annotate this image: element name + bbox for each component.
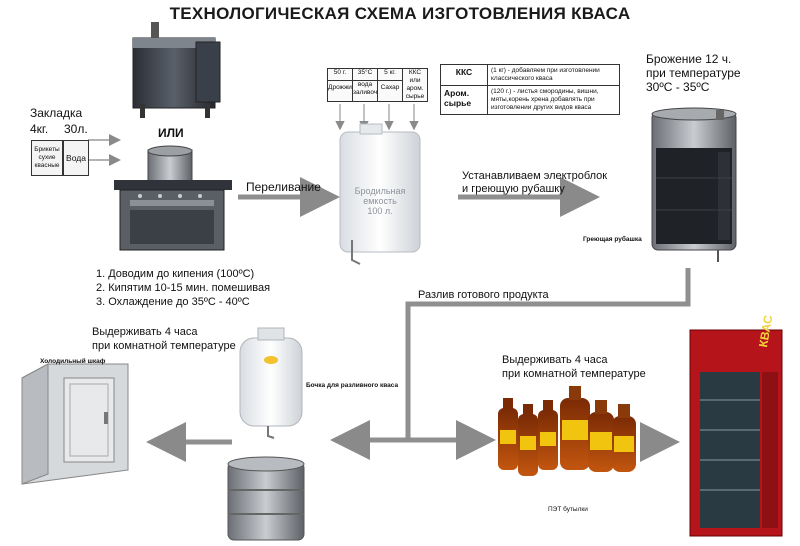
briquettes-label: Брикеты сухие квасные — [34, 146, 60, 169]
sugar-label: Сахар — [378, 80, 402, 92]
water-pour-label: вода заливочная — [353, 80, 388, 96]
loading-amount-l: 30л. — [64, 122, 88, 136]
pet-label: ПЭТ бутылки — [548, 506, 588, 513]
fermentation-line2: при температуре — [646, 66, 741, 80]
water-box: Вода — [63, 140, 89, 176]
briquettes-box: Брикеты сухие квасные — [31, 140, 63, 176]
heating-jacket-label: Греющая рубашка — [583, 236, 642, 243]
fermenter-label: Бродильная емкость 100 л. — [350, 186, 410, 216]
barrel-illustration — [239, 327, 303, 439]
kks-label: ККС или аром. сырье — [405, 69, 425, 100]
bottling-label: Разлив готового продукта — [418, 289, 549, 301]
kks-row2-text: (120 г.) - листья смородины, вишни, мяты… — [487, 85, 620, 115]
water-temp-box: 35°С вода заливочная — [352, 68, 388, 102]
barrel-label: Бочка для разливного кваса — [306, 382, 399, 389]
install-label-2: и греющую рубашку — [462, 183, 565, 195]
loading-arrows — [88, 134, 121, 166]
boiler-tank — [132, 22, 221, 118]
bottling-pipeline — [146, 268, 691, 462]
kks-row1-name: ККС — [440, 64, 488, 86]
fermenter-canister — [339, 123, 421, 265]
yeast-label: Дрожжи — [328, 80, 352, 92]
cold-room-label: Холодильный шкаф — [40, 358, 106, 365]
step-1: 1. Доводим до кипения (100ºС) — [96, 268, 255, 280]
fermenter-line3: 100 л. — [367, 206, 393, 216]
sugar-box: 5 кг. Сахар — [377, 68, 403, 102]
hold-right-line1: Выдерживать 4 часа — [502, 354, 608, 366]
fridge-illustration — [689, 329, 783, 537]
water-temp: 35°С — [357, 69, 373, 76]
step-2: 2. Кипятим 10-15 мин. помешивая — [96, 282, 271, 294]
fermentation-line3: 30ºС - 35ºС — [646, 80, 710, 94]
hold-right-line2: при комнатной температуре — [502, 368, 646, 380]
fermentation-tank — [651, 107, 737, 262]
yeast-qty: 50 г. — [333, 69, 347, 76]
fermenter-line1: Бродильная — [354, 186, 406, 196]
step-3: 3. Охлаждение до 35ºС - 40ºС — [96, 296, 250, 308]
kks-row1-text: (1 кг) - добавляем при изготовлении клас… — [487, 64, 620, 86]
water-label: Вода — [66, 153, 86, 163]
yeast-box: 50 г. Дрожжи — [327, 68, 353, 102]
or-label: ИЛИ — [158, 126, 184, 140]
loading-label: Закладка — [30, 106, 83, 120]
kks-row2-name: Аром. сырье — [440, 85, 488, 115]
install-label-1: Устанавливаем электроблок — [462, 170, 608, 182]
pouring-label: Переливание — [246, 180, 321, 194]
kks-table: ККС (1 кг) - добавляем при изготовлении … — [440, 64, 620, 115]
cold-room-illustration — [21, 363, 129, 485]
loading-amount-kg: 4кг. — [30, 122, 49, 136]
diagram-title: ТЕХНОЛОГИЧЕСКАЯ СХЕМА ИЗГОТОВЛЕНИЯ КВАСА — [169, 4, 631, 23]
fermentation-line1: Брожение 12 ч. — [646, 52, 732, 66]
hold-left-line2: при комнатной температуре — [92, 340, 236, 352]
fermentation-label: Брожение 12 ч. при температуре 30ºС - 35… — [646, 52, 741, 94]
hold-left-line1: Выдерживать 4 часа — [92, 326, 198, 338]
keg-illustration — [227, 456, 305, 541]
kks-box: ККС или аром. сырье — [402, 68, 428, 102]
stove — [114, 145, 232, 251]
sugar-qty: 5 кг. — [384, 69, 396, 76]
pet-bottles-illustration — [498, 386, 636, 476]
fermenter-line2: емкость — [363, 196, 397, 206]
